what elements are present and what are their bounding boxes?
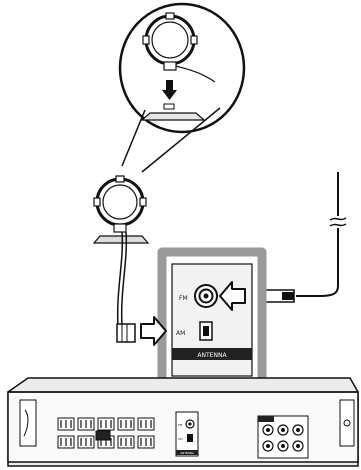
am-loop-antenna-magnified bbox=[142, 12, 216, 83]
speaker-terminals bbox=[57, 417, 155, 449]
callout-tail-right bbox=[141, 107, 221, 173]
audio-video-jacks bbox=[257, 415, 309, 459]
antenna-stand-magnified bbox=[140, 103, 206, 121]
unit-antenna-terminal: FM AM ANTENNA bbox=[175, 411, 199, 457]
unit-antenna-label: ANTENNA bbox=[180, 451, 194, 455]
am-label: AM bbox=[176, 330, 185, 337]
fm-wire-antenna bbox=[296, 172, 347, 297]
am-loop-antenna bbox=[92, 175, 150, 244]
fm-jack bbox=[194, 284, 218, 308]
unit-fm-label: FM bbox=[178, 423, 183, 427]
fm-connect-arrow-icon bbox=[219, 281, 246, 311]
am-antenna-wire bbox=[116, 231, 124, 327]
callout-tail-left bbox=[121, 109, 146, 167]
antenna-label-bar bbox=[172, 348, 252, 360]
fm-label: FM bbox=[179, 295, 188, 302]
am-connect-arrow-icon bbox=[140, 316, 167, 346]
speaker-connector bbox=[95, 430, 111, 441]
antenna-label: ANTENNA bbox=[197, 352, 227, 359]
am-wire-plug bbox=[116, 323, 136, 343]
unit-am-label: AM bbox=[178, 437, 183, 441]
am-loop-assembly-callout bbox=[118, 2, 246, 134]
assembly-arrow-icon bbox=[162, 80, 177, 100]
am-terminal bbox=[199, 321, 213, 341]
fm-antenna-plug bbox=[250, 289, 295, 303]
